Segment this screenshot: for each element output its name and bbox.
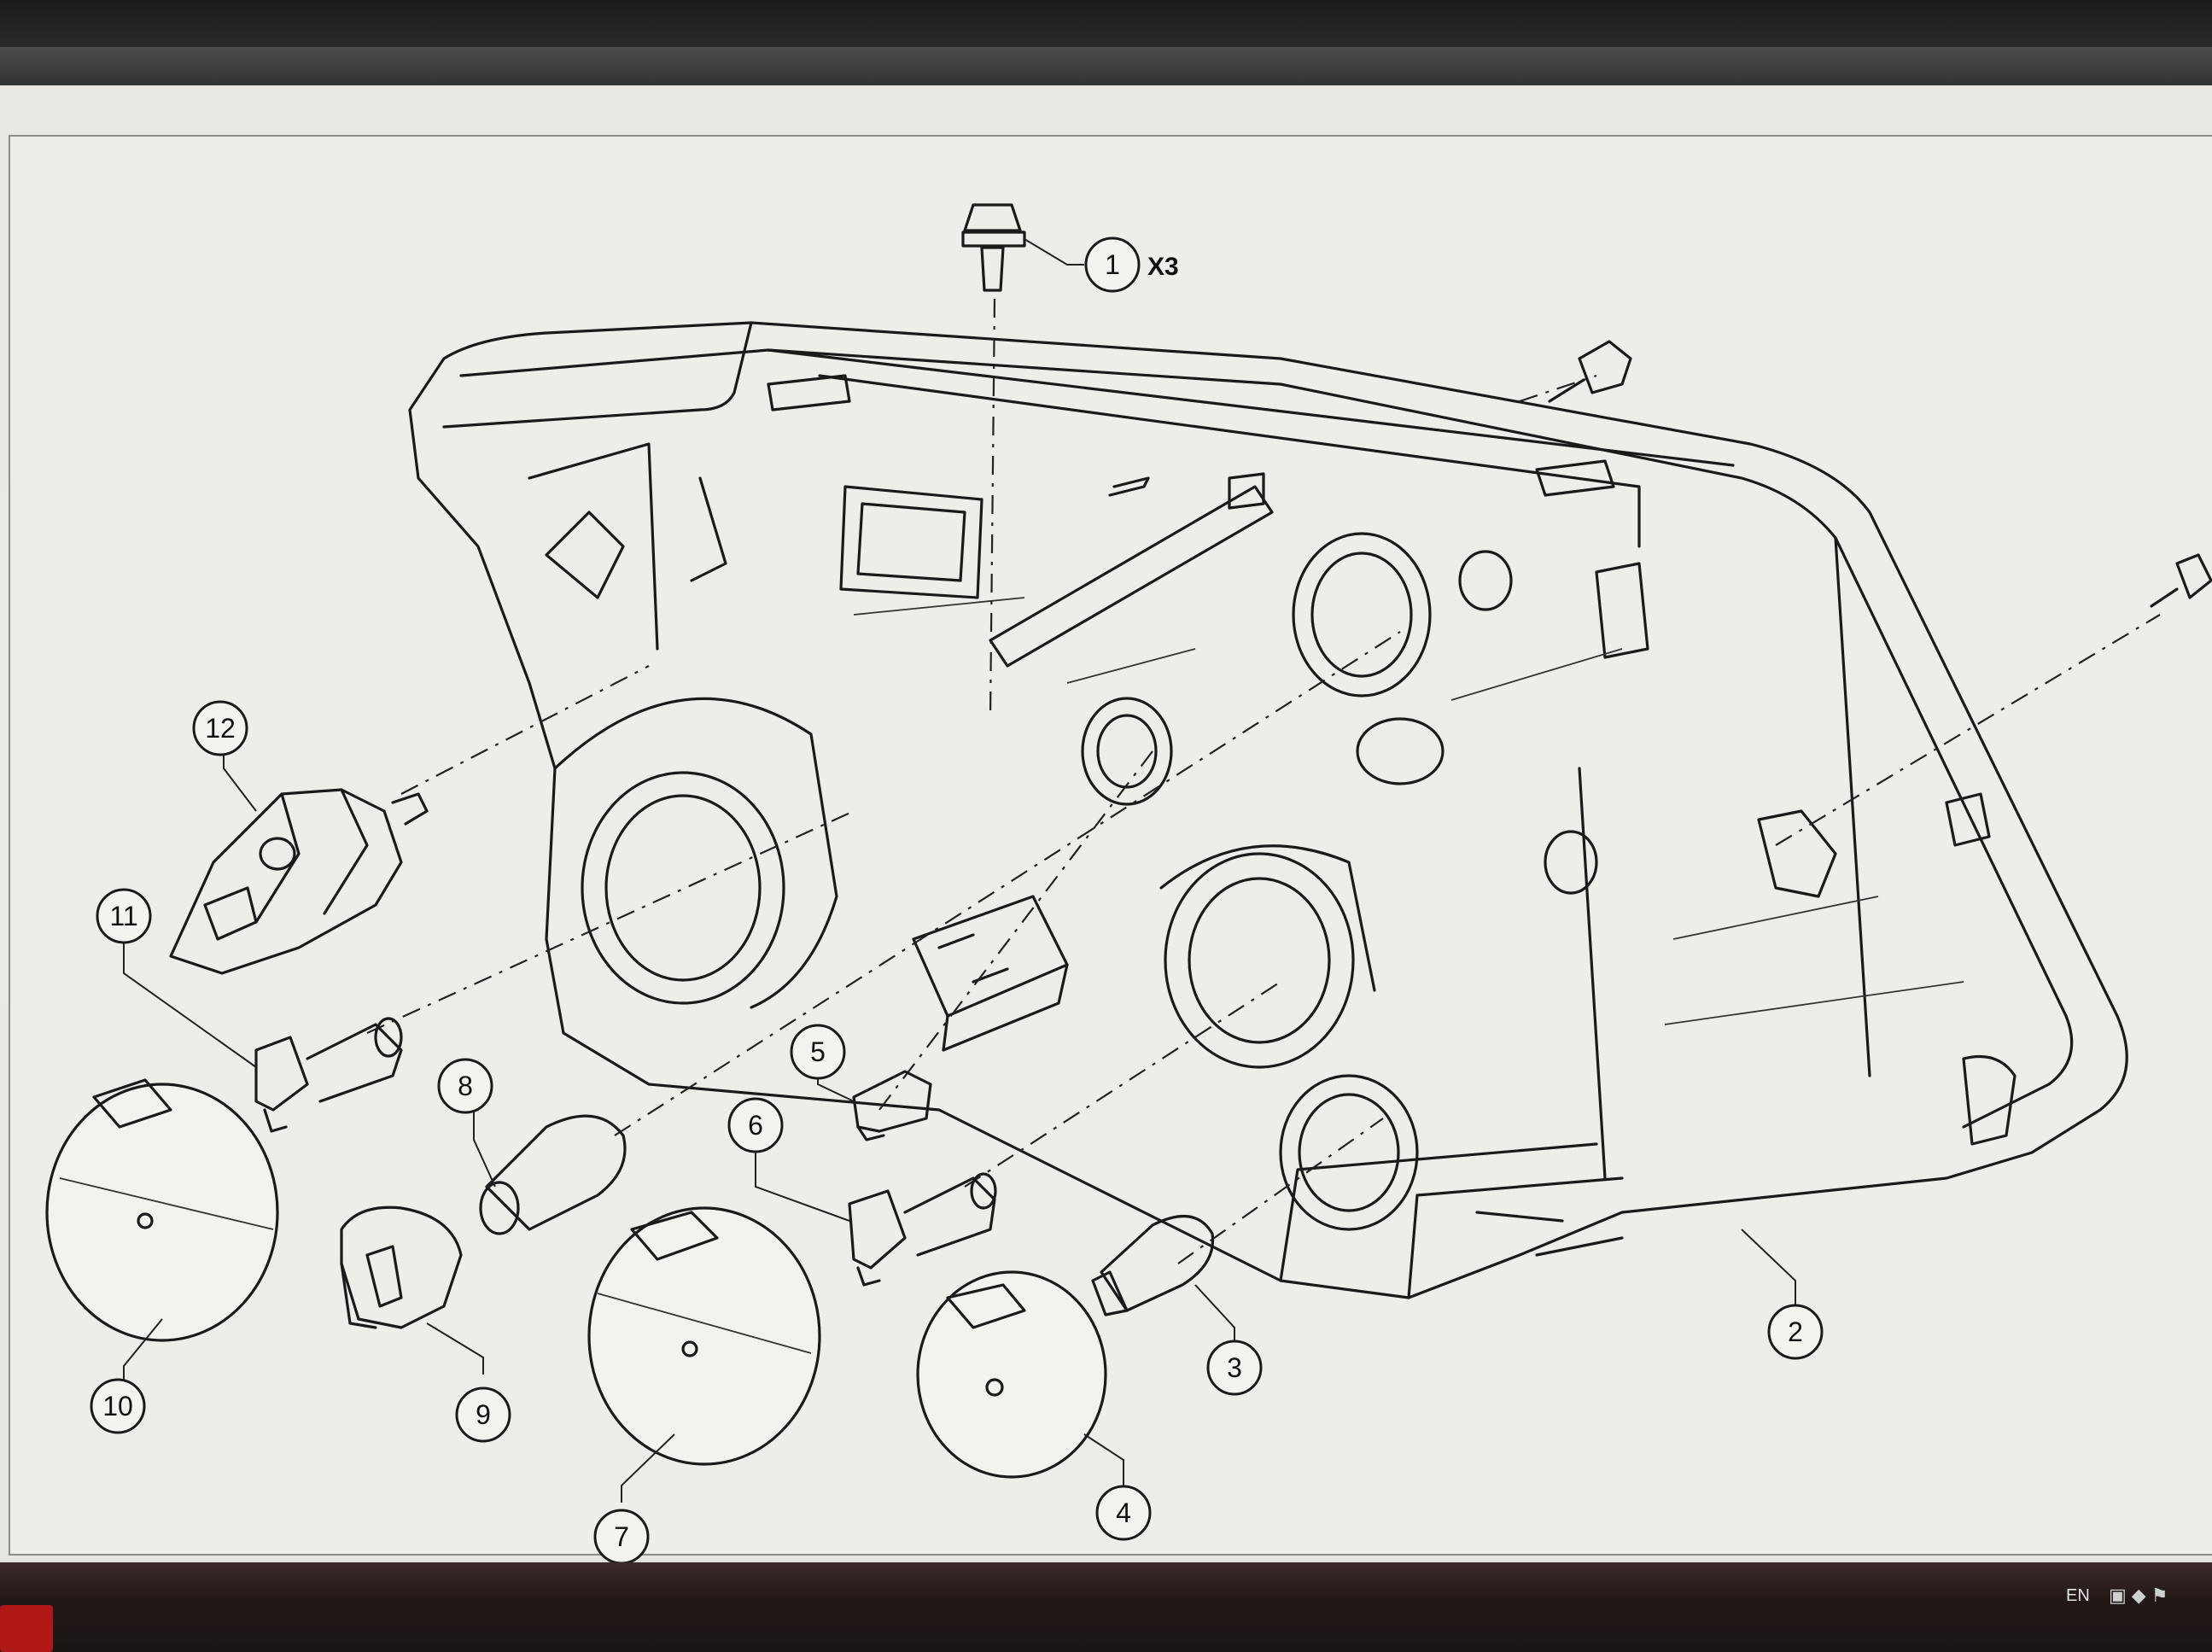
bulb-holder-part [340, 1205, 463, 1329]
callout-7-number: 7 [614, 1521, 629, 1552]
callout-9: 9 [455, 1386, 511, 1443]
callout-2: 2 [1767, 1304, 1824, 1360]
bulb-socket-part [169, 788, 429, 975]
callout-6-number: 6 [748, 1110, 763, 1141]
h7-bulb-part [254, 1017, 403, 1133]
indicator-bulb-part [479, 1114, 627, 1235]
dust-cap-medium [587, 1206, 821, 1466]
screw-part-3 [2150, 553, 2212, 608]
h7-bulb-part-2 [848, 1172, 997, 1287]
callout-4: 4 [1095, 1485, 1152, 1541]
callout-4-number: 4 [1116, 1497, 1131, 1528]
callout-10-number: 10 [102, 1391, 133, 1421]
callout-6: 6 [727, 1097, 784, 1153]
callout-3-number: 3 [1227, 1352, 1242, 1383]
callout-12: 12 [192, 700, 248, 756]
assembly-axis-lines [366, 298, 2161, 1264]
language-indicator[interactable]: EN [2066, 1586, 2090, 1605]
callout-7: 7 [593, 1509, 650, 1565]
callout-1-number: 1 [1105, 249, 1120, 280]
screw-part-2 [1548, 340, 1632, 403]
start-button[interactable] [0, 1605, 53, 1652]
callout-11: 11 [96, 888, 152, 944]
callout-2-number: 2 [1788, 1316, 1803, 1347]
callout-9-number: 9 [476, 1399, 491, 1430]
network-icon[interactable]: ▣ [2109, 1585, 2132, 1606]
screw-part [961, 203, 1026, 292]
callout-5-number: 5 [810, 1036, 826, 1067]
system-tray[interactable]: ▣◆⚑ [2109, 1585, 2173, 1607]
callout-5: 5 [790, 1024, 846, 1080]
taskbar [0, 1562, 2212, 1652]
window-title-strip [0, 47, 2212, 91]
callout-8-number: 8 [458, 1071, 473, 1101]
callout-11-number: 11 [109, 901, 137, 931]
volume-icon[interactable]: ◆ [2131, 1585, 2151, 1606]
flag-icon[interactable]: ⚑ [2151, 1585, 2174, 1606]
parking-bulb-part [1091, 1215, 1215, 1316]
callout-10: 10 [90, 1378, 146, 1434]
callout-3: 3 [1206, 1340, 1263, 1396]
wedge-bulb-part [852, 1070, 932, 1141]
callout-1-quantity: X3 [1147, 253, 1179, 281]
dust-cap-large [45, 1078, 279, 1342]
callout-1: 1 X3 [1084, 236, 1179, 293]
dust-cap-small [916, 1270, 1107, 1479]
headlamp-housing [408, 321, 2128, 1299]
callout-12-number: 12 [205, 713, 236, 744]
callout-8: 8 [437, 1058, 493, 1114]
